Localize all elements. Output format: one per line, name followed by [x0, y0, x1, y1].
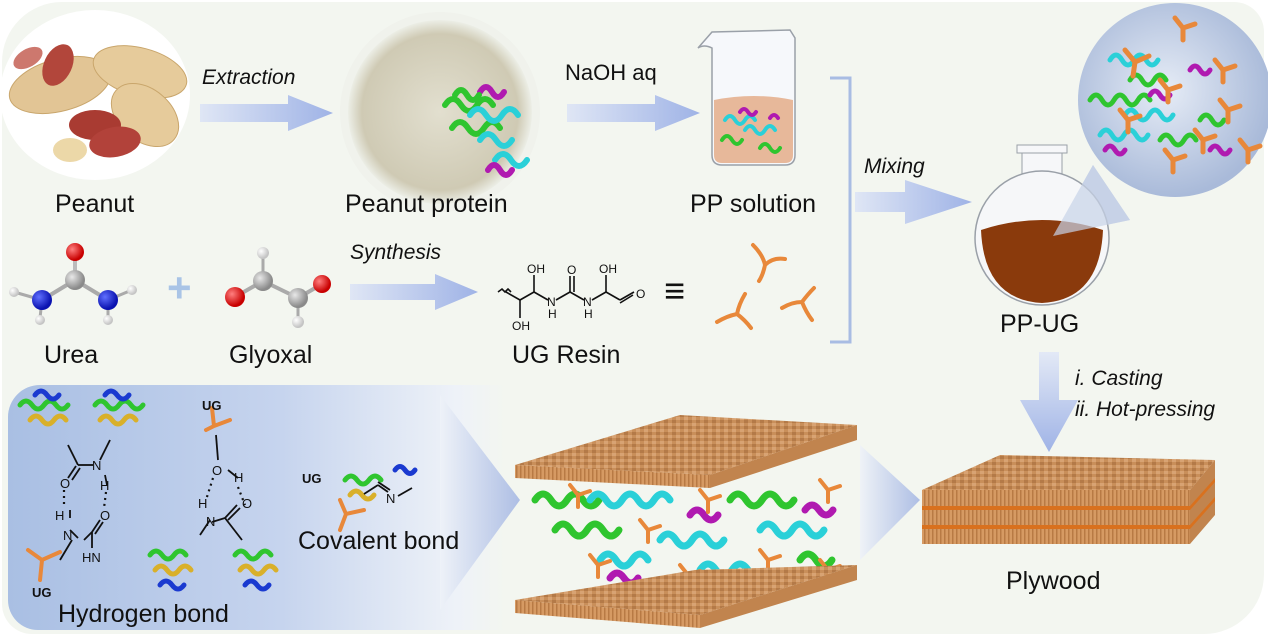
ug-label-1: UG	[202, 398, 222, 413]
atom-o-1: O	[567, 263, 576, 277]
plus-sign: +	[167, 264, 192, 311]
atom-h-3: H	[100, 478, 109, 493]
hydrogen-bond-labels: UG UG UG N H O H N O HN O H H N O N	[32, 398, 395, 600]
ug-label-3: UG	[302, 471, 322, 486]
atom-n-1: N	[547, 295, 556, 309]
peanut-image	[0, 10, 190, 180]
equivalent-sign: ≡	[664, 270, 686, 311]
bonding-mechanism-panel	[8, 385, 506, 630]
mechanism-arrow	[440, 395, 520, 610]
atom-o-3: O	[60, 476, 70, 491]
peanut-protein-image	[340, 12, 540, 212]
glyoxal-label: Glyoxal	[229, 341, 313, 369]
atom-o-6: O	[242, 496, 252, 511]
atom-h-6: H	[198, 496, 207, 511]
urea-molecule	[9, 243, 137, 325]
ug-resin-symbols	[715, 243, 816, 330]
beaker-image	[697, 29, 796, 166]
atom-o-5: O	[212, 463, 222, 478]
peanut-protein-label: Peanut protein	[345, 190, 508, 218]
peanut-label: Peanut	[55, 190, 135, 218]
plywood-image	[922, 455, 1215, 544]
atom-oh-2: OH	[599, 262, 617, 276]
atom-h-1: H	[548, 307, 557, 321]
extraction-label: Extraction	[202, 66, 296, 89]
atom-oh-3: OH	[512, 319, 530, 333]
ug-resin-label: UG Resin	[512, 341, 621, 369]
atom-o-4: O	[100, 508, 110, 523]
pp-ug-label: PP-UG	[1000, 310, 1080, 338]
atom-n-2: N	[583, 295, 592, 309]
atom-n-4: N	[63, 528, 72, 543]
synthesis-label: Synthesis	[350, 241, 442, 264]
glyoxal-molecule	[225, 247, 331, 328]
covalent-bond-structure	[363, 481, 413, 497]
urea-label: Urea	[44, 341, 99, 369]
ug-label-2: UG	[32, 585, 52, 600]
atom-oh-1: OH	[527, 262, 545, 276]
hydrogen-bond-structures	[17, 388, 418, 592]
mixing-label: Mixing	[864, 155, 925, 178]
atom-h-5: H	[234, 470, 243, 485]
atom-h-4: H	[55, 508, 64, 523]
casting-label: i. Casting	[1075, 367, 1163, 390]
atom-hn: HN	[82, 550, 101, 565]
covalent-bond-label: Covalent bond	[298, 527, 460, 555]
synthesis-arrow	[350, 274, 478, 310]
extraction-arrow	[200, 95, 333, 131]
round-flask-image	[974, 144, 1130, 306]
wood-sandwich-image	[515, 415, 857, 628]
hot-pressing-label: ii. Hot-pressing	[1075, 398, 1216, 421]
pp-solution-label: PP solution	[690, 190, 817, 218]
naoh-label: NaOH aq	[565, 60, 657, 85]
casting-arrow	[1020, 352, 1078, 452]
atom-n-3: N	[92, 458, 101, 473]
atom-n-5: N	[206, 514, 215, 529]
press-arrow	[860, 445, 920, 560]
ug-resin-structure	[497, 275, 635, 318]
atom-o-2: O	[636, 287, 645, 301]
hydrogen-bond-label: Hydrogen bond	[58, 600, 229, 628]
naoh-arrow	[567, 95, 700, 131]
plywood-label: Plywood	[1006, 567, 1101, 595]
ug-resin-atom-labels: OH O OH N H N H OH O	[512, 262, 645, 333]
mixing-arrow	[855, 180, 972, 224]
atom-h-2: H	[584, 307, 593, 321]
atom-n-6: N	[386, 491, 395, 506]
mixing-bracket	[830, 76, 852, 344]
